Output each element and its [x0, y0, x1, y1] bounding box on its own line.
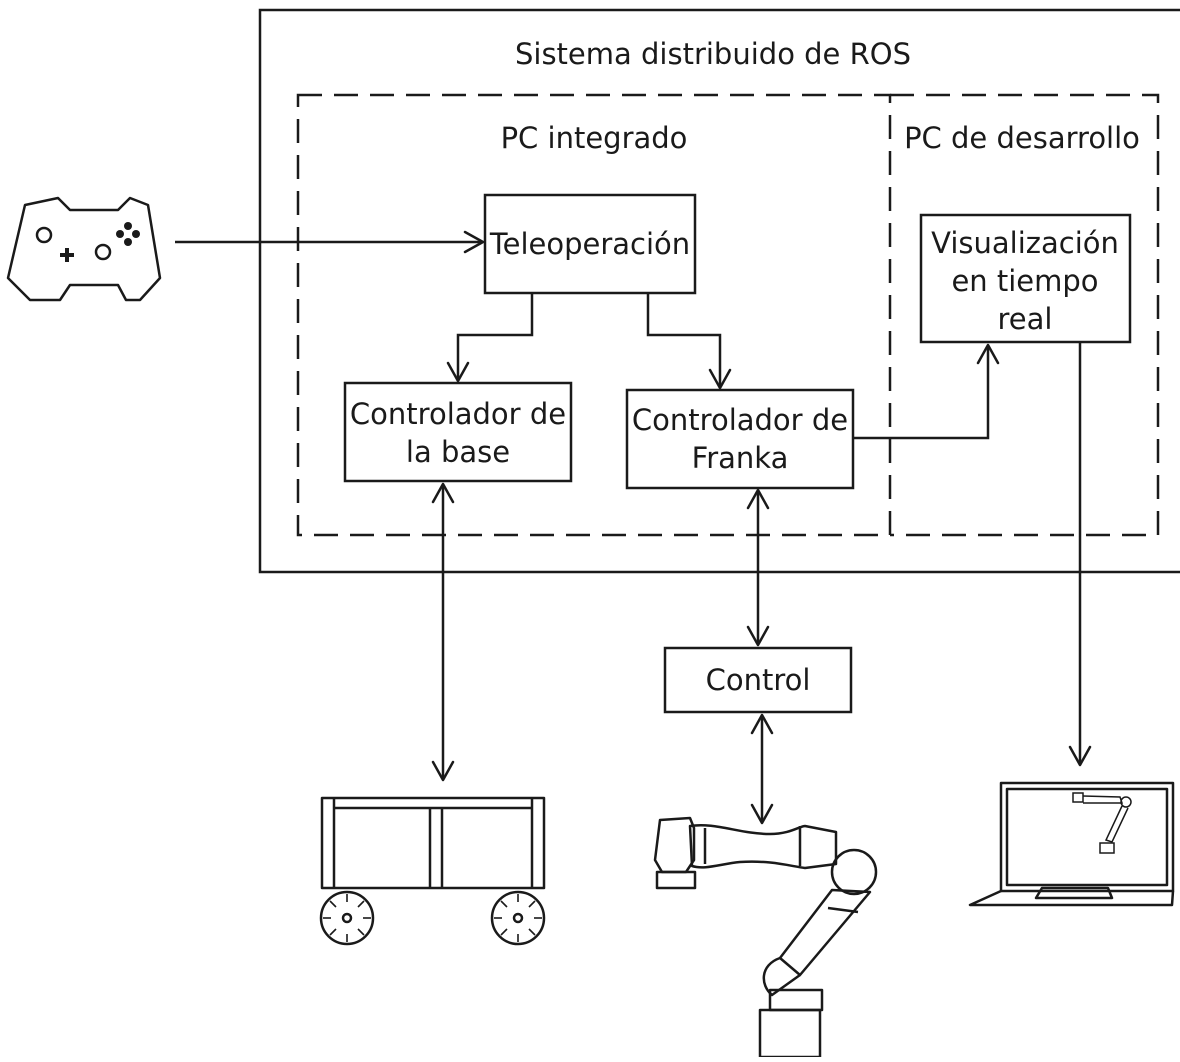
node-control: Control — [663, 646, 853, 714]
robot-arm-icon — [653, 816, 878, 1059]
base-controller-label-line1: Controlador de — [350, 397, 566, 431]
arrow-franka-to-visualization — [853, 343, 1000, 440]
node-teleoperation: Teleoperación — [483, 193, 697, 295]
integrated-pc-region — [296, 93, 892, 537]
gamepad-icon — [6, 196, 162, 302]
mobile-base-icon — [319, 796, 546, 946]
node-base-controller: Controlador de la base — [343, 381, 573, 483]
arrow-teleop-to-franka-controller — [646, 293, 732, 390]
dev-pc-region — [890, 93, 1160, 537]
arrow-base-controller-to-mobile-base — [431, 482, 455, 782]
visualization-label-line1: Visualización — [931, 226, 1119, 260]
franka-controller-label-line2: Franka — [692, 441, 789, 475]
system-title: Sistema distribuido de ROS — [515, 37, 911, 71]
laptop-icon — [968, 781, 1175, 907]
node-realtime-visualization: Visualización en tiempo real — [919, 213, 1132, 344]
arrow-gamepad-to-teleop — [175, 230, 485, 254]
teleoperation-label: Teleoperación — [489, 227, 690, 261]
base-controller-label-line2: la base — [406, 435, 510, 469]
arrow-control-to-robot-arm — [750, 713, 774, 825]
node-franka-controller: Controlador de Franka — [625, 388, 855, 490]
arrow-visualization-to-laptop — [1068, 342, 1092, 767]
arrow-teleop-to-base-controller — [446, 293, 534, 383]
dev-pc-label: PC de desarrollo — [904, 121, 1140, 155]
arrow-franka-controller-to-control — [746, 488, 770, 647]
visualization-label-line2: en tiempo — [951, 264, 1098, 298]
control-label: Control — [706, 663, 811, 697]
franka-controller-label-line1: Controlador de — [632, 403, 848, 437]
ros-system-frame — [258, 8, 1180, 574]
visualization-label-line3: real — [998, 302, 1053, 336]
integrated-pc-label: PC integrado — [501, 121, 688, 155]
